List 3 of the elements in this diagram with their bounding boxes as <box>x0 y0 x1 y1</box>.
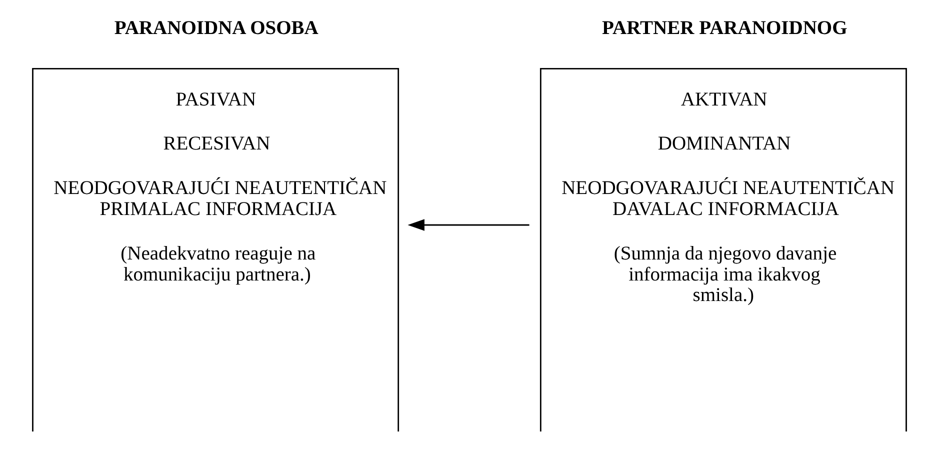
node-text: PARTNER PARANOIDNOG AKTIVAN DOMINANTAN NEODGOVARAJUĆI NEAUTENTIČAN DAVALAC INFORMACIJA (Sumnja da njegovo davanje informacija ima ikakvog smisla.) <box>561 18 894 306</box>
node-text: PARANOIDNA OSOBA PASIVAN RECESIVAN NEODGOVARAJUĆI NEAUTENTIČAN PRIMALAC INFORMACIJA (Neadekvatno reaguje na komunikaciju partnera.) <box>53 18 386 286</box>
arrow <box>407 219 529 231</box>
